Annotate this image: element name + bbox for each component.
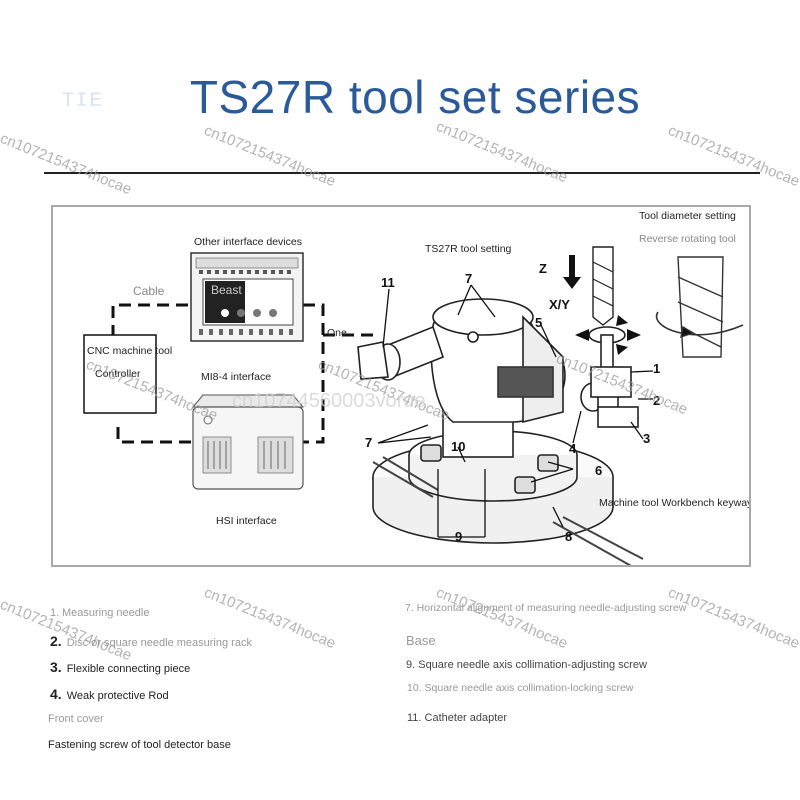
label-z-axis: Z [539, 261, 547, 276]
watermark-10: cn1072154374hocae [433, 584, 570, 653]
reverse-rotating-tool [655, 256, 744, 358]
label-ts27r-tool-setting: TS27R tool setting [425, 243, 512, 255]
callout-8: 8 [565, 529, 573, 544]
legend-item-fastening-screw: Fastening screw of tool detector base [48, 739, 231, 751]
callout-10: 10 [451, 439, 466, 454]
label-tool-diameter: Tool diameter setting [639, 210, 736, 222]
cnc-controller-box [83, 334, 157, 414]
mi8-interface-device [190, 252, 304, 342]
watermark-2: cn1072154374hocae [201, 122, 338, 191]
label-other-interface-devices: Other interface devices [194, 236, 302, 248]
xy-direction-arrows [575, 315, 641, 355]
page-title: TS27R tool set series [189, 71, 641, 123]
legend-item-front-cover: Front cover [48, 713, 104, 725]
label-cnc-controller: CNC machine tool [87, 345, 173, 357]
legend-item-4: 4. Weak protective Rod [50, 687, 169, 702]
legend-item-7: 7. Horizontal alignment of measuring nee… [405, 602, 687, 614]
legend-item-1: 1. [50, 607, 60, 619]
legend-item-3: 3. Flexible connecting piece [50, 660, 190, 675]
watermark-3: cn1072154374hocae [433, 118, 570, 187]
legend-text-3: Flexible connecting piece [66, 663, 191, 675]
callout-4: 4 [569, 441, 577, 456]
label-cnc-controller-2: Controller [95, 368, 141, 380]
callout-7-left: 7 [365, 435, 373, 450]
callout-1: 1 [653, 361, 661, 376]
legend-num-4: 4. [50, 686, 62, 702]
callout-11: 11 [381, 275, 395, 290]
legend-item-11: 11. Catheter adapter [407, 712, 508, 724]
hsi-interface-device [191, 394, 305, 490]
diagram-panel: Tool diameter setting Reverse rotating t… [51, 205, 751, 567]
watermark-11: cn1072154374hocae [665, 584, 800, 653]
ts27r-tool-setter [357, 298, 639, 544]
label-workbench-keyway: Machine tool Workbench keyway [599, 497, 751, 509]
legend-item-2: 2. Disc or square needle measuring rack [50, 634, 252, 649]
label-reverse-rotating-tool: Reverse rotating tool [639, 233, 736, 245]
label-one: One [327, 327, 347, 339]
callout-6: 6 [595, 463, 603, 478]
watermark-4: cn1072154374hocae [665, 122, 800, 191]
label-cable: Cable [133, 284, 165, 298]
legend-item-9: 9. Square needle axis collimation-adjust… [406, 659, 647, 671]
legend-item-1-text: Measuring needle [62, 607, 150, 619]
cable-path [111, 303, 373, 444]
legend-text-4: Weak protective Rod [66, 690, 169, 702]
callout-7-top: 7 [465, 271, 473, 286]
callout-9: 9 [455, 529, 463, 544]
label-device-brand: Beast [211, 283, 242, 297]
legend-item-base: Base [406, 633, 436, 648]
callout-3: 3 [643, 431, 651, 446]
label-mi8-interface: MI8-4 interface [201, 371, 272, 383]
watermark-1: cn1072154374hocae [0, 130, 134, 199]
watermark-large: cn10744560003vorue [232, 390, 426, 412]
legend-num-2: 2. [50, 633, 62, 649]
ghost-logo: ᴛɪᴇ [62, 82, 105, 112]
label-hsi-interface: HSI interface [216, 515, 277, 527]
legend-item-10: 10. Square needle axis collimation-locki… [407, 682, 634, 694]
callout-2: 2 [653, 393, 661, 408]
callout-leaders [377, 284, 654, 538]
legend-num-3: 3. [50, 659, 62, 675]
workbench-rails [372, 456, 644, 565]
z-direction-arrow [563, 255, 581, 289]
drill-bit [592, 246, 614, 326]
label-xy-axis: X/Y [549, 297, 570, 312]
callout-5: 5 [535, 315, 543, 330]
legend-text-2: Disc or square needle measuring rack [66, 637, 252, 649]
diagram-drawing [83, 246, 744, 565]
title-divider [44, 172, 760, 174]
